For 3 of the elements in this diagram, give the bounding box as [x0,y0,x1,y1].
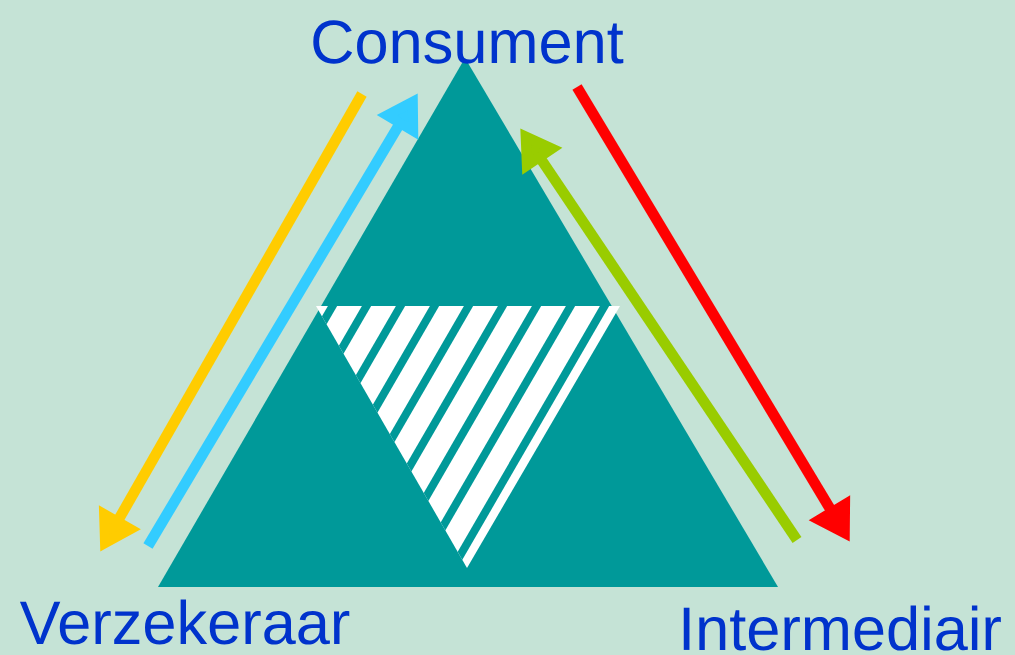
node-label: Consument [313,20,624,64]
node-label: Verzekeraar [19,599,350,645]
node-label: Intermediair [683,605,1001,651]
